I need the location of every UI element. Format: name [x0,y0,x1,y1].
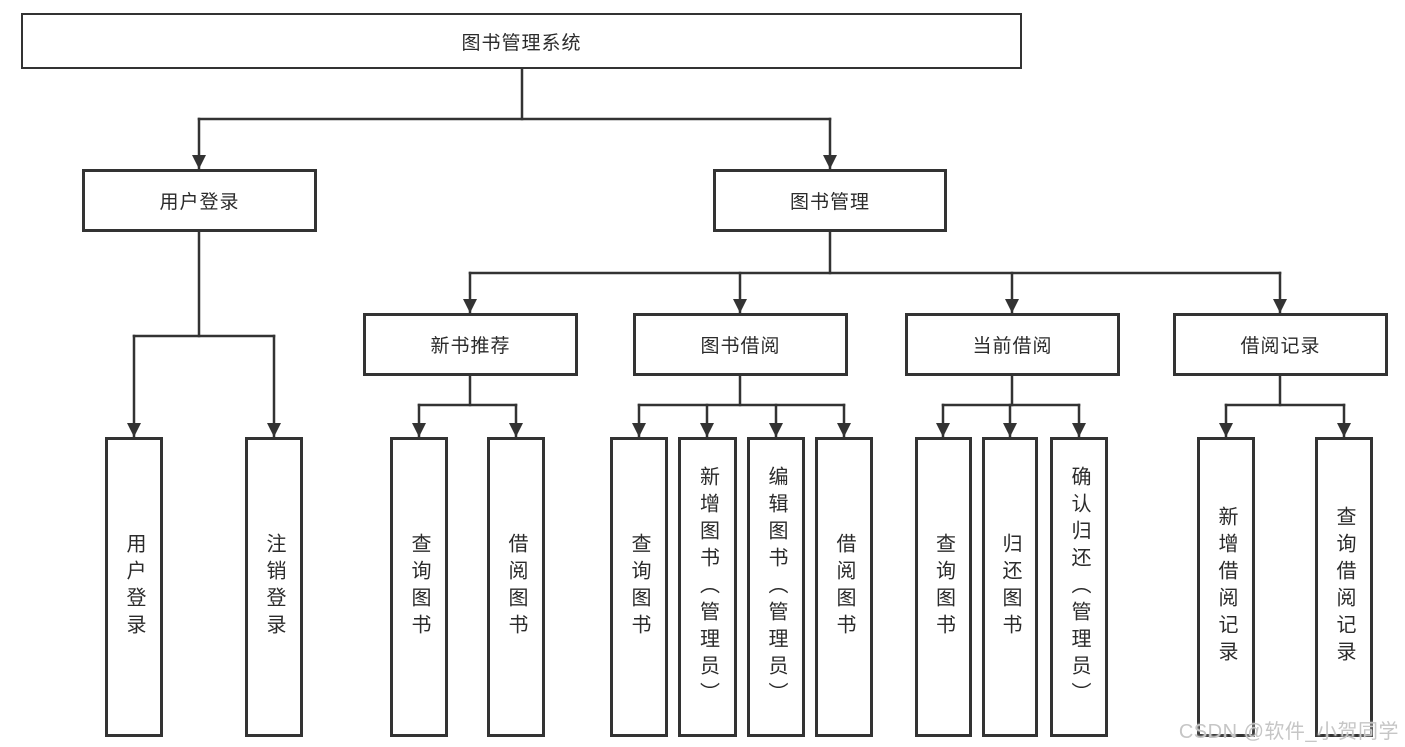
leaf-query-books-current: 查询图书 [915,437,972,737]
leaf-return-books: 归还图书 [982,437,1038,737]
node-user-login: 用户登录 [82,169,317,232]
node-new-book-recommend: 新书推荐 [363,313,578,376]
leaf-query-books-borrow: 查询图书 [610,437,668,737]
node-label: 新增借阅记录 [1215,506,1237,668]
node-label: 用户登录 [159,192,240,213]
node-current-borrow: 当前借阅 [905,313,1120,376]
node-root: 图书管理系统 [21,13,1022,69]
node-label: 图书借阅 [700,336,781,357]
node-label: 查询图书 [628,533,650,641]
leaf-user-login: 用户登录 [105,437,163,737]
node-label: 用户登录 [123,533,145,641]
node-label: 查询图书 [408,533,430,641]
node-label: 确认归还（管理员） [1068,465,1090,709]
node-label: 注销登录 [263,533,285,641]
leaf-logout: 注销登录 [245,437,303,737]
node-borrow-records: 借阅记录 [1173,313,1388,376]
leaf-borrow-books-recommend: 借阅图书 [487,437,545,737]
node-label: 新增图书（管理员） [696,465,719,709]
node-label: 图书管理 [789,192,870,213]
leaf-confirm-return-admin: 确认归还（管理员） [1050,437,1108,737]
node-label: 归还图书 [999,533,1021,641]
node-book-management: 图书管理 [713,169,947,232]
leaf-query-books-recommend: 查询图书 [390,437,448,737]
leaf-query-borrow-record: 查询借阅记录 [1315,437,1373,737]
leaf-borrow-books-borrow: 借阅图书 [815,437,873,737]
leaf-edit-book-admin: 编辑图书（管理员） [747,437,805,737]
node-label: 当前借阅 [972,336,1053,357]
watermark: CSDN @软件_小贺同学 [1178,721,1399,743]
node-label: 查询借阅记录 [1333,506,1355,668]
node-label: 新书推荐 [430,336,511,357]
node-book-borrow: 图书借阅 [633,313,848,376]
node-label: 查询图书 [932,533,955,641]
node-label: 借阅图书 [833,533,855,641]
leaf-add-book-admin: 新增图书（管理员） [678,437,737,737]
leaf-add-borrow-record: 新增借阅记录 [1197,437,1255,737]
node-label: 编辑图书（管理员） [765,465,787,709]
node-label: 图书管理系统 [461,32,582,54]
node-label: 借阅记录 [1240,336,1321,357]
node-label: 借阅图书 [505,533,527,641]
